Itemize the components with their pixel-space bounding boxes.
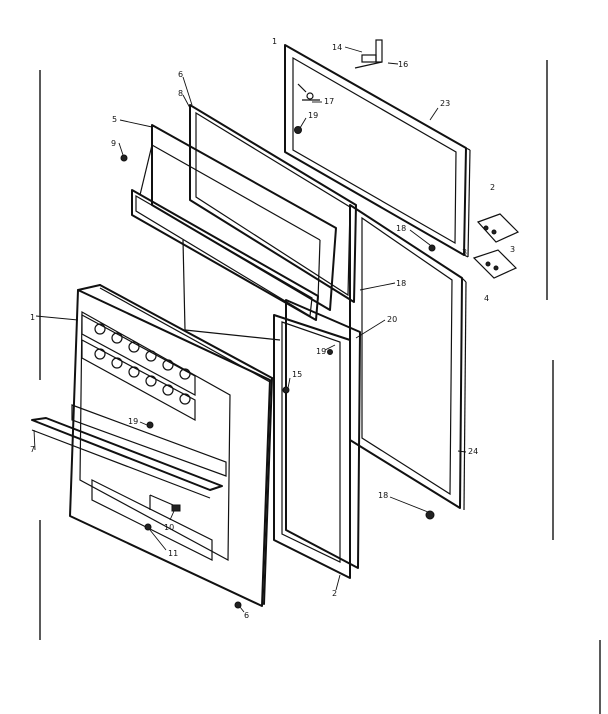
callout-15: 15: [292, 370, 302, 379]
scan-edge-marks: [39, 60, 601, 714]
callout-16: 16: [398, 60, 408, 69]
callout-1: 1: [272, 37, 277, 46]
upper-door-panel: [284, 44, 471, 258]
fasteners: [120, 154, 436, 609]
callout-2-right: 2: [490, 183, 495, 192]
egg-tray: [81, 313, 196, 422]
callout-5: 5: [112, 115, 117, 124]
callout-19-top: 19: [308, 111, 318, 120]
middle-hinge-brackets: [472, 213, 520, 279]
lower-door-liner: [69, 284, 273, 607]
callout-2-bottom: 2: [332, 589, 337, 598]
callout-7: 7: [30, 445, 35, 454]
callout-18-mid: 18: [396, 279, 406, 288]
callout-17: 17: [324, 97, 334, 106]
callout-4: 4: [484, 294, 489, 303]
callout-3-left: 3: [462, 248, 467, 257]
callout-18-upper: 18: [396, 224, 406, 233]
upper-door-liner: [131, 104, 357, 321]
upper-hinge-small-parts: [294, 83, 320, 134]
callout-6-bottom: 6: [244, 611, 249, 620]
callout-8: 8: [178, 89, 183, 98]
callout-3-right: 3: [510, 245, 515, 254]
callout-18-lower: 18: [378, 491, 388, 500]
callout-14: 14: [332, 43, 342, 52]
callout-9: 9: [111, 139, 116, 148]
callout-6: 6: [178, 70, 183, 79]
lower-door-gasket: [182, 239, 361, 579]
callout-24: 24: [468, 447, 478, 456]
callout-11: 11: [168, 549, 178, 558]
callout-10: 10: [164, 523, 174, 532]
shelf-rail: [31, 417, 223, 499]
callout-labels: 1 14 16 23 17 19 6 8 5 9 2 3 3 4 18 18 2…: [30, 37, 515, 620]
callout-20: 20: [387, 315, 397, 324]
top-hinge-pin: [354, 39, 383, 69]
lower-door-panel: [349, 204, 467, 511]
callout-1-left: 1: [30, 313, 35, 322]
callout-23: 23: [440, 99, 450, 108]
leader-lines: [33, 46, 467, 613]
callout-19-lower: 19: [128, 417, 138, 426]
callout-19-mid: 19: [316, 347, 326, 356]
